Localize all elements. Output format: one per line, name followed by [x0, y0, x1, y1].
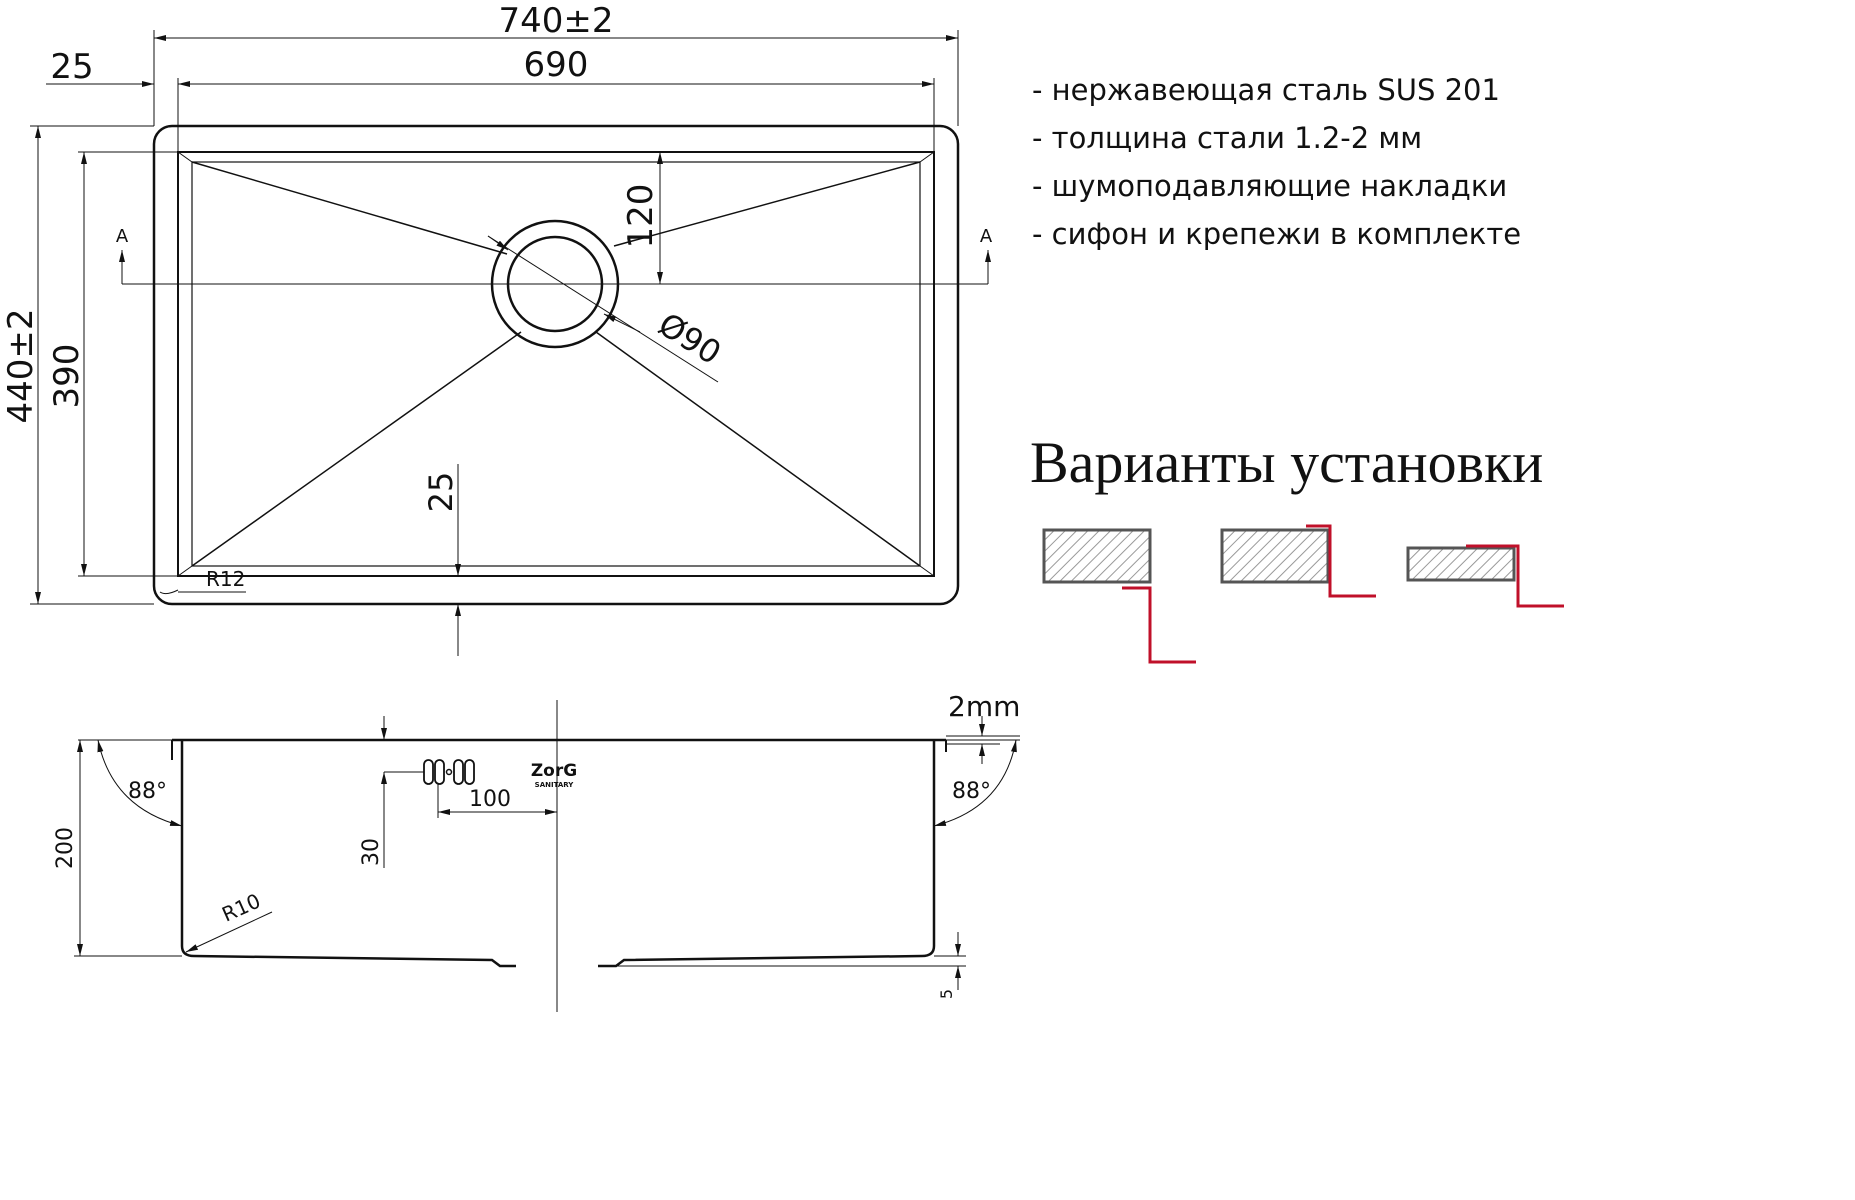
- slope-line: [191, 331, 522, 567]
- section-mark-left: A: [116, 226, 129, 247]
- slope-line: [191, 161, 508, 255]
- install-heading: Варианты установки: [1030, 430, 1543, 495]
- section-mark-right: A: [980, 226, 993, 247]
- spec-item: - толщина стали 1.2-2 мм: [1032, 121, 1422, 155]
- dim-angle-right-label: 88°: [952, 779, 991, 804]
- dim-thickness-label: 2mm: [948, 690, 1020, 723]
- slope-line: [613, 161, 921, 247]
- overflow-slot: [464, 759, 475, 785]
- bowl-inner-line: [191, 161, 921, 567]
- section-view: [74, 700, 1020, 1012]
- angle-arc-right: [933, 739, 1017, 827]
- logo-main: ZorG: [531, 761, 577, 781]
- technical-drawing: 740±2 690 25 440±2 390 120 Ø90 25 R12 A …: [1, 1, 1564, 1012]
- brand-logo: ZorG SANITARY: [531, 761, 577, 789]
- dim-inner-depth-label: 390: [47, 344, 87, 409]
- dim-bottom-step-label: 5: [937, 989, 956, 999]
- install-variant-undermount: [1042, 528, 1196, 664]
- overflow-slot: [423, 759, 434, 785]
- install-variants: [1042, 524, 1564, 664]
- overflow-slot: [453, 759, 464, 785]
- bowl-outer-line: [177, 151, 935, 577]
- spec-item: - нержавеющая сталь SUS 201: [1032, 73, 1500, 107]
- sink-outer-outline: [152, 124, 960, 606]
- spec-list: - нержавеющая сталь SUS 201 - толщина ст…: [1032, 73, 1521, 251]
- dim-drain-offset-label: 120: [621, 184, 661, 249]
- spec-item: - сифон и крепежи в комплекте: [1032, 217, 1521, 251]
- dim-overflow-offset-label: 100: [469, 787, 511, 812]
- overflow-dot: [445, 768, 453, 776]
- dim-height-label: 200: [53, 827, 78, 869]
- slope-line: [595, 331, 921, 567]
- dim-flange-label: 25: [50, 47, 93, 87]
- dim-line-drain-diameter: [487, 235, 719, 383]
- dim-corner-radius-label: R12: [206, 567, 245, 591]
- dim-overall-depth-label: 440±2: [1, 308, 41, 423]
- bottom-right: [598, 945, 936, 968]
- angle-arc-left: [97, 739, 183, 827]
- dim-overall-width-label: 740±2: [498, 1, 613, 41]
- dim-inner-width-label: 690: [524, 45, 589, 85]
- dim-bottom-radius-label: R10: [218, 889, 264, 927]
- logo-sub: SANITARY: [535, 781, 575, 789]
- bottom-left: [180, 945, 516, 968]
- dim-bottom-flange-label: 25: [422, 472, 460, 513]
- dim-angle-left-label: 88°: [128, 779, 167, 804]
- overflow-slot: [434, 759, 445, 785]
- top-view: [30, 30, 991, 656]
- spec-item: - шумоподавляющие накладки: [1032, 169, 1507, 203]
- dim-drain-diameter-label: Ø90: [652, 305, 728, 372]
- install-variant-flush: [1220, 524, 1376, 598]
- install-variant-overmount: [1406, 544, 1564, 608]
- dim-line-bottom-radius: [185, 911, 273, 953]
- dim-overflow-height-label: 30: [359, 838, 384, 866]
